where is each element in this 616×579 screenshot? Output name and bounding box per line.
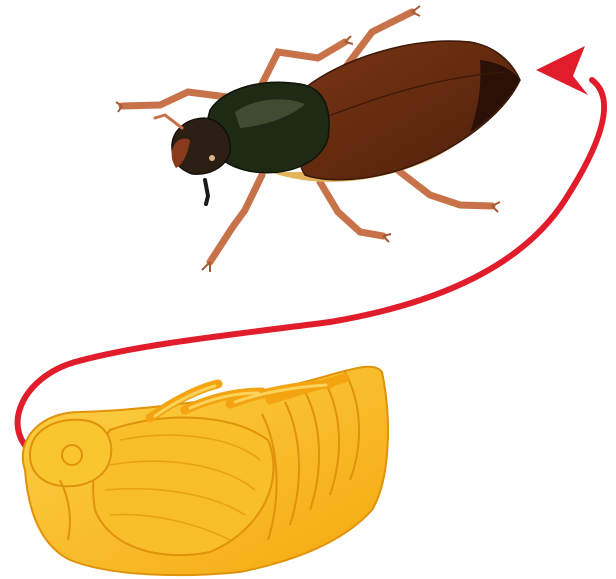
beetle-icon [116,6,520,272]
arrow-head [536,46,588,95]
pupa-head [30,420,111,486]
pupa-icon [23,367,388,575]
